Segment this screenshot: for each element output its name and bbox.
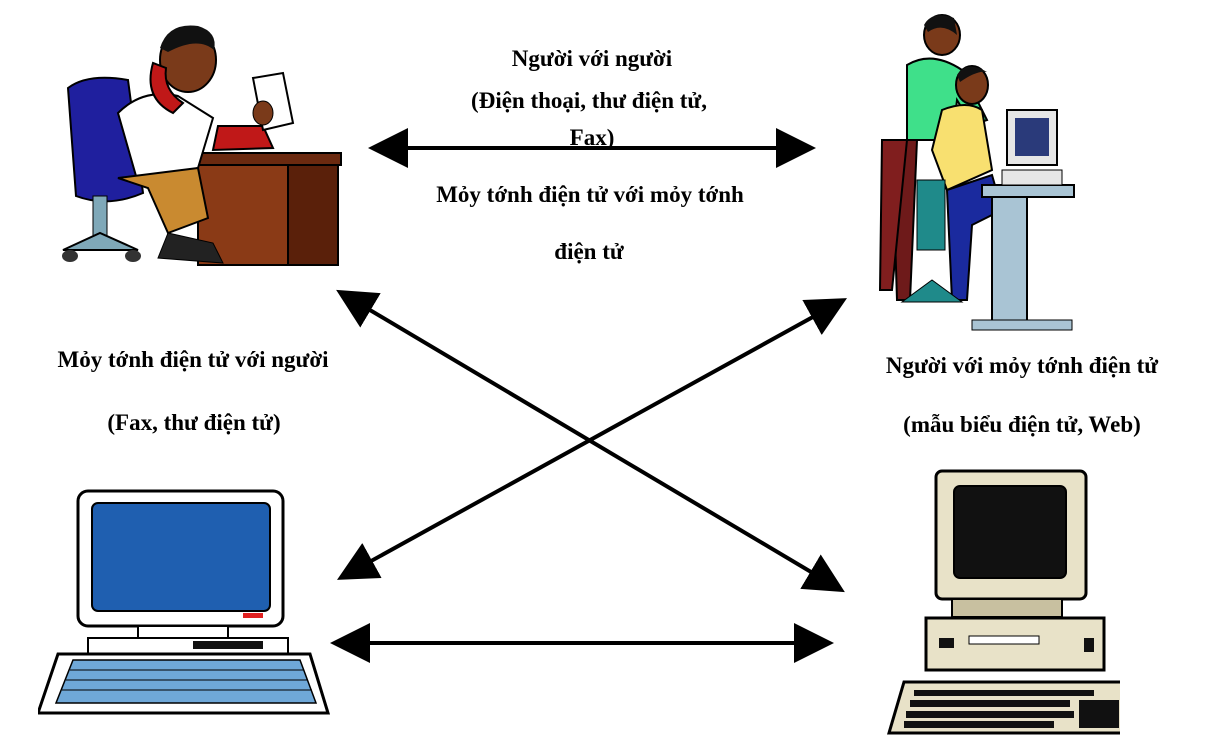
desktop-computer-clipart	[874, 468, 1120, 738]
label-people-to-people-line1: Người với người	[511, 46, 673, 71]
label-people-to-people-line2: (Điện thoại, thư điện tử,	[471, 88, 707, 113]
man-on-phone-clipart	[48, 18, 348, 273]
arrow-computer-to-person-diagonal	[336, 298, 848, 580]
two-people-at-computer-clipart	[862, 10, 1077, 332]
label-person-to-computer-line1: Người với mỏy tớnh điện tử	[885, 353, 1159, 378]
laptop-computer-clipart	[38, 488, 330, 723]
label-computer-to-person-line2: (Fax, thư điện tử)	[107, 410, 281, 435]
label-people-to-people-line3: Fax)	[569, 125, 615, 150]
label-computer-to-computer-line2: điện tử	[554, 239, 624, 264]
label-computer-to-person-line1: Mỏy tớnh điện tử với người	[57, 347, 329, 372]
label-person-to-computer-line2: (mẫu biểu điện tử, Web)	[903, 412, 1141, 437]
label-computer-to-computer-line1: Mỏy tớnh điện tử với mỏy tớnh	[436, 182, 744, 207]
